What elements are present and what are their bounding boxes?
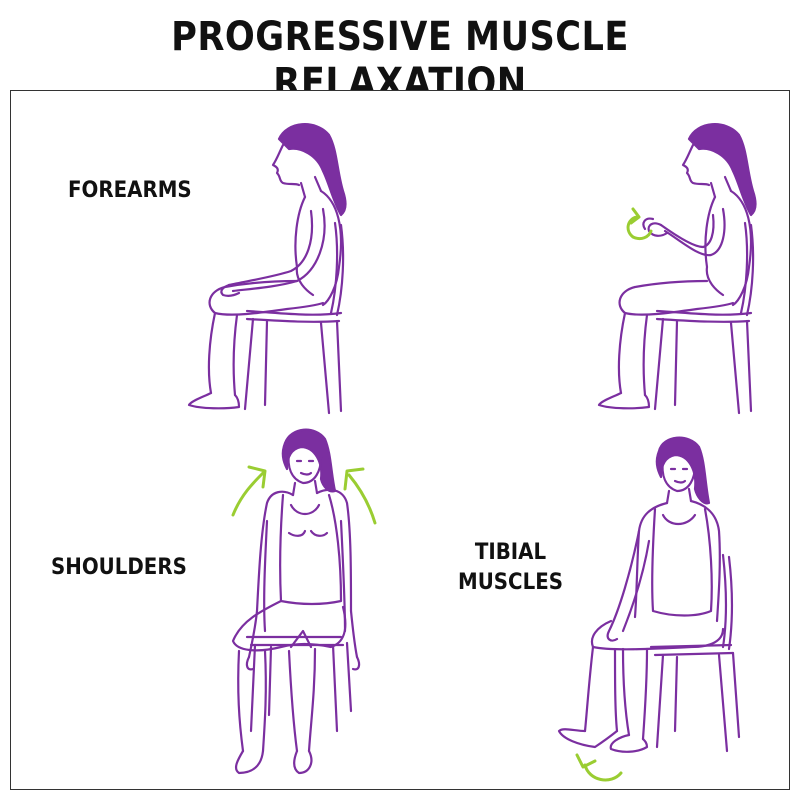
- up-arrow-icon: [343, 467, 377, 525]
- illustration-panel: FOREARMS SHOULDERS TIBIAL MUSCLES: [10, 90, 790, 790]
- label-tibial-line2: MUSCLES: [458, 570, 563, 595]
- illustration-art: [187, 123, 757, 782]
- label-tibial-muscles: TIBIAL MUSCLES: [458, 538, 563, 598]
- figure-tibial-muscles: [557, 436, 741, 753]
- page-title: PROGRESSIVE MUSCLE RELAXATION: [171, 14, 629, 106]
- label-tibial-line1: TIBIAL: [474, 540, 547, 565]
- rotate-arrow-icon: [626, 207, 653, 241]
- up-arrow-icon: [231, 465, 267, 517]
- figure-forearms-tensed: [597, 123, 757, 415]
- label-forearms: FOREARMS: [68, 178, 192, 203]
- rotate-arrow-icon: [575, 753, 623, 782]
- label-shoulders: SHOULDERS: [51, 555, 187, 580]
- figure-shoulders: [231, 428, 361, 775]
- figure-forearms-relaxed: [187, 123, 347, 415]
